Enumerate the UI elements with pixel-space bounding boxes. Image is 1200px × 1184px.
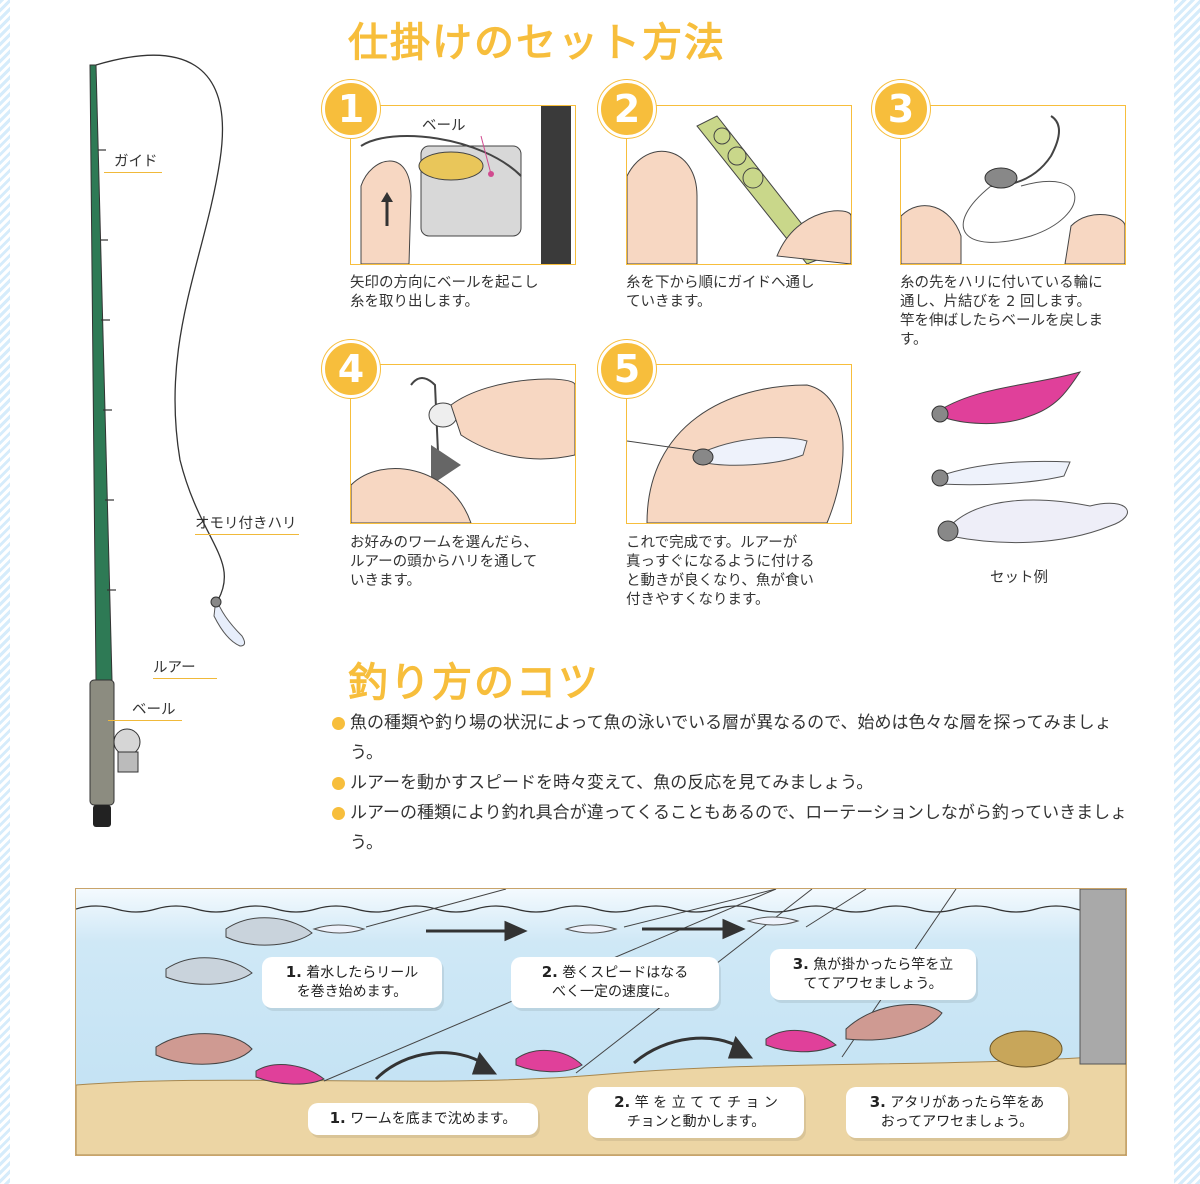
- underwater-scene: 1. 着水したらリールを巻き始めます。 2. 巻くスピードはなるべく一定の速度に…: [75, 888, 1127, 1156]
- scene-lower-step-3: 3. アタリがあったら竿をあおってアワセましょう。: [846, 1087, 1068, 1138]
- scene-lower-step-2: 2. 竿 を 立 て て チ ョ ンチョンと動かします。: [588, 1087, 804, 1138]
- rod-leader-lure: [153, 678, 217, 679]
- rod-label-bail: ベール: [132, 702, 176, 718]
- scene-upper-step-1: 1. 着水したらリールを巻き始めます。: [262, 957, 442, 1008]
- step-1-description: 矢印の方向にベールを起こし糸を取り出します。: [350, 275, 539, 310]
- bullet-dot-icon: [332, 807, 345, 820]
- step-2-description: 糸を下から順にガイドへ通していきます。: [626, 275, 815, 310]
- tips-list: 魚の種類や釣り場の状況によって魚の泳いでいる層が異なるので、始めは色々な層を探っ…: [330, 708, 1130, 858]
- step-4-image: [350, 364, 576, 524]
- rod-leader-guide: [104, 172, 162, 173]
- step-3-badge: 3: [872, 80, 930, 138]
- step-1-image: [350, 105, 576, 265]
- rod-label-lure: ルアー: [153, 660, 196, 676]
- step-5-description: これで完成です。ルアーが真っすぐになるように付ける と動きが良くなり、魚が食い付…: [626, 535, 815, 608]
- step-1-callout-label: ベール: [422, 118, 466, 134]
- rod-leader-bail: [108, 720, 182, 721]
- step-5-badge: 5: [598, 340, 656, 398]
- rod-label-guide: ガイド: [114, 154, 158, 170]
- rod-leader-weighted-hook: [195, 534, 299, 535]
- step-2-image: [626, 105, 852, 265]
- step-4-description: お好みのワームを選んだら、ルアーの頭からハリを通していきます。: [350, 535, 539, 589]
- step-1-badge: 1: [322, 80, 380, 138]
- section-title-tips: 釣り方のコツ: [348, 660, 600, 706]
- step-3-description: 糸の先をハリに付いている輪に通し、片結びを 2 回します。 竿を伸ばしたらベール…: [900, 275, 1103, 348]
- step-4-badge: 4: [322, 340, 380, 398]
- scene-upper-step-2: 2. 巻くスピードはなるべく一定の速度に。: [511, 957, 719, 1008]
- scene-upper-step-3: 3. 魚が掛かったら竿を立ててアワセましょう。: [770, 949, 976, 1000]
- rod-label-weighted-hook: オモリ付きハリ: [195, 516, 297, 532]
- step-2-badge: 2: [598, 80, 656, 138]
- step-5-image: [626, 364, 852, 524]
- scene-lower-step-1: 1. ワームを底まで沈めます。: [308, 1103, 538, 1135]
- section-title-setup: 仕掛けのセット方法: [348, 20, 726, 66]
- set-example-lures: [931, 371, 1128, 544]
- tip-item: ルアーの種類により釣れ具合が違ってくることもあるので、ローテーションしながら釣っ…: [330, 798, 1130, 858]
- tip-item: 魚の種類や釣り場の状況によって魚の泳いでいる層が異なるので、始めは色々な層を探っ…: [330, 708, 1130, 768]
- set-example-label: セット例: [990, 570, 1048, 586]
- right-stripe-border: [1174, 0, 1200, 1184]
- tip-item: ルアーを動かすスピードを時々変えて、魚の反応を見てみましょう。: [330, 768, 1130, 798]
- left-stripe-border: [0, 0, 10, 1184]
- step-3-image: [900, 105, 1126, 265]
- bullet-dot-icon: [332, 777, 345, 790]
- fishing-rod-illustration: [89, 54, 246, 827]
- bullet-dot-icon: [332, 717, 345, 730]
